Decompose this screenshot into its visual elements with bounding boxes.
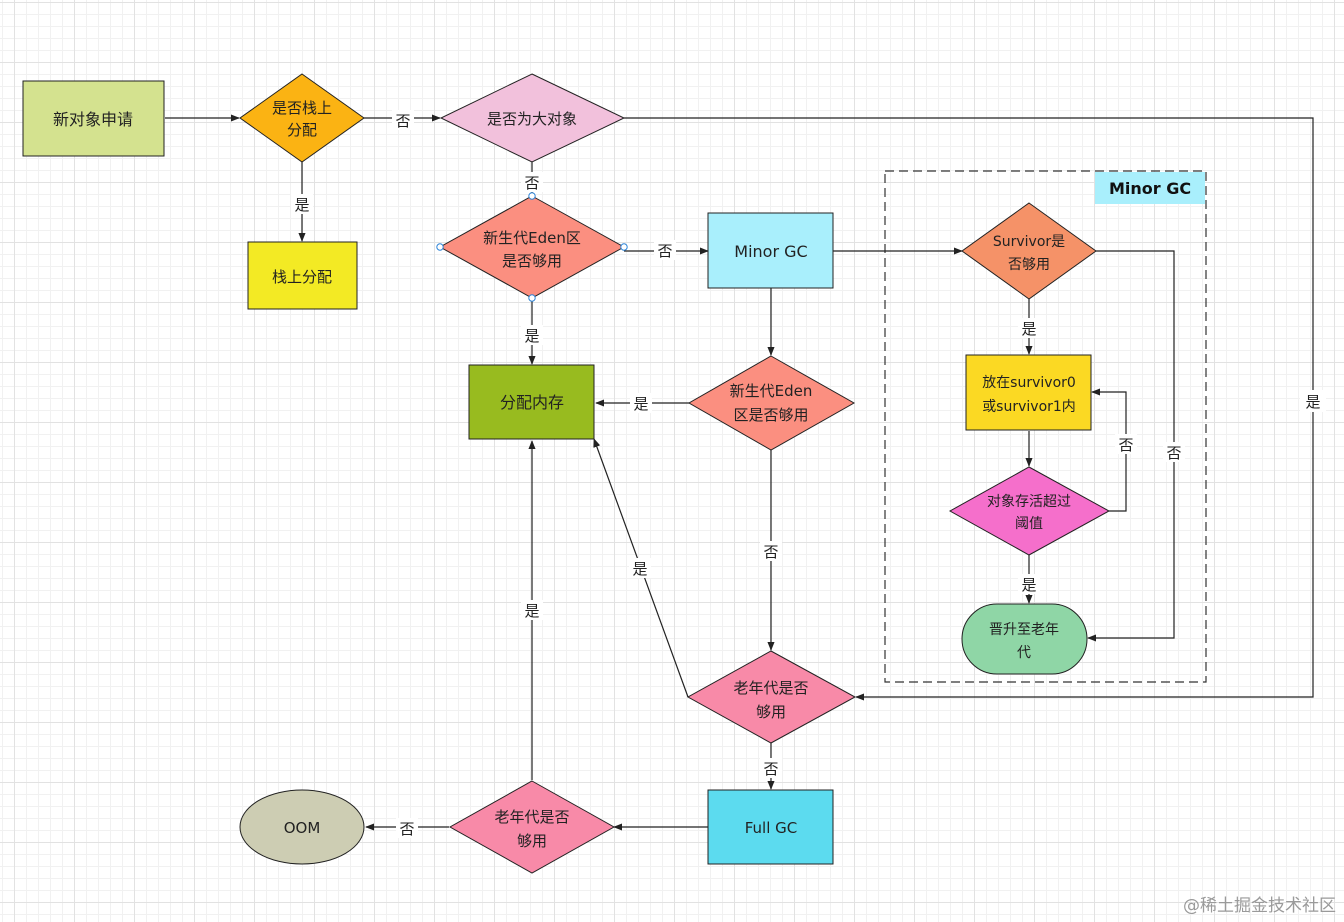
node-promote-old[interactable] (961, 603, 1088, 675)
label-old2-no: 否 (399, 820, 414, 838)
node-minor-gc-label: Minor GC (734, 242, 807, 261)
node-minor-gc[interactable] (707, 212, 834, 289)
node-eden-enough-2[interactable] (687, 355, 856, 451)
minor-gc-group-title-bg (1095, 172, 1205, 204)
node-is-stack-alloc[interactable] (239, 73, 365, 163)
node-old-enough-2[interactable] (448, 780, 616, 874)
node-eden-enough-2-label-2: 区是否够用 (733, 406, 808, 424)
node-promote-old-label-1: 晋升至老年 (989, 622, 1059, 638)
selection-handle-right[interactable] (620, 243, 628, 251)
node-full-gc[interactable] (707, 789, 834, 865)
node-eden-enough-1-label-1: 新生代Eden区 (483, 229, 581, 247)
watermark: @稀土掘金技术社区 (1183, 896, 1336, 916)
node-age-threshold-label-2: 阈值 (1015, 516, 1043, 532)
node-old-enough-1[interactable] (686, 650, 857, 744)
label-stack-yes: 是 (294, 196, 309, 214)
selection-handle-top[interactable] (528, 192, 536, 200)
node-place-survivor-label-2: 或survivor1内 (982, 399, 1076, 415)
label-eden2-yes: 是 (633, 395, 648, 413)
node-full-gc-label: Full GC (745, 819, 798, 837)
node-place-survivor-label-1: 放在survivor0 (982, 375, 1076, 391)
label-large-yes: 是 (1305, 393, 1320, 411)
node-oom-label: OOM (284, 819, 321, 837)
minor-gc-group-title: Minor GC (1109, 179, 1191, 198)
node-stack-alloc[interactable] (247, 241, 358, 310)
node-allocate-memory[interactable] (468, 364, 595, 440)
selection-handle-bottom[interactable] (528, 294, 536, 302)
node-survivor-enough-label-2: 否够用 (1008, 257, 1050, 273)
label-large-no: 否 (524, 174, 539, 192)
node-survivor-enough[interactable] (961, 202, 1097, 300)
node-new-object-request[interactable] (22, 80, 165, 157)
node-old-enough-1-label-1: 老年代是否 (733, 679, 808, 697)
minor-gc-group-border (884, 170, 1207, 683)
node-oom[interactable] (239, 789, 365, 865)
node-promote-old-label-2: 代 (1017, 645, 1031, 661)
label-old1-no: 否 (763, 760, 778, 778)
label-survivor-yes: 是 (1021, 320, 1036, 338)
node-old-enough-1-label-2: 够用 (756, 703, 786, 721)
label-age-no: 否 (1118, 436, 1133, 454)
node-age-threshold-label-1: 对象存活超过 (987, 494, 1071, 510)
node-eden-enough-1-label-2: 是否够用 (502, 252, 562, 270)
node-stack-alloc-label: 栈上分配 (272, 268, 332, 286)
node-eden-enough-1[interactable] (438, 195, 626, 299)
node-old-enough-2-label-1: 老年代是否 (494, 808, 569, 826)
label-survivor-no: 否 (1166, 444, 1181, 462)
node-is-stack-alloc-label-2: 分配 (287, 121, 317, 139)
label-age-yes: 是 (1021, 576, 1036, 594)
node-survivor-enough-label-1: Survivor是 (993, 234, 1065, 250)
node-is-stack-alloc-label-1: 是否栈上 (272, 99, 332, 117)
label-eden1-no: 否 (657, 242, 672, 260)
node-old-enough-2-label-2: 够用 (517, 832, 547, 850)
node-new-object-request-label: 新对象申请 (53, 110, 133, 129)
node-is-large-object-label: 是否为大对象 (487, 110, 577, 128)
node-is-large-object[interactable] (439, 73, 626, 163)
label-old1-yes: 是 (632, 560, 647, 578)
label-stack-no: 否 (395, 112, 410, 130)
node-place-survivor[interactable] (965, 354, 1092, 431)
node-age-threshold[interactable] (948, 466, 1111, 556)
label-eden1-yes: 是 (524, 327, 539, 345)
label-eden2-no: 否 (763, 543, 778, 561)
node-eden-enough-2-label-1: 新生代Eden (730, 382, 813, 400)
label-old2-yes: 是 (524, 602, 539, 620)
node-allocate-memory-label: 分配内存 (500, 393, 564, 412)
selection-handle-left[interactable] (436, 243, 444, 251)
